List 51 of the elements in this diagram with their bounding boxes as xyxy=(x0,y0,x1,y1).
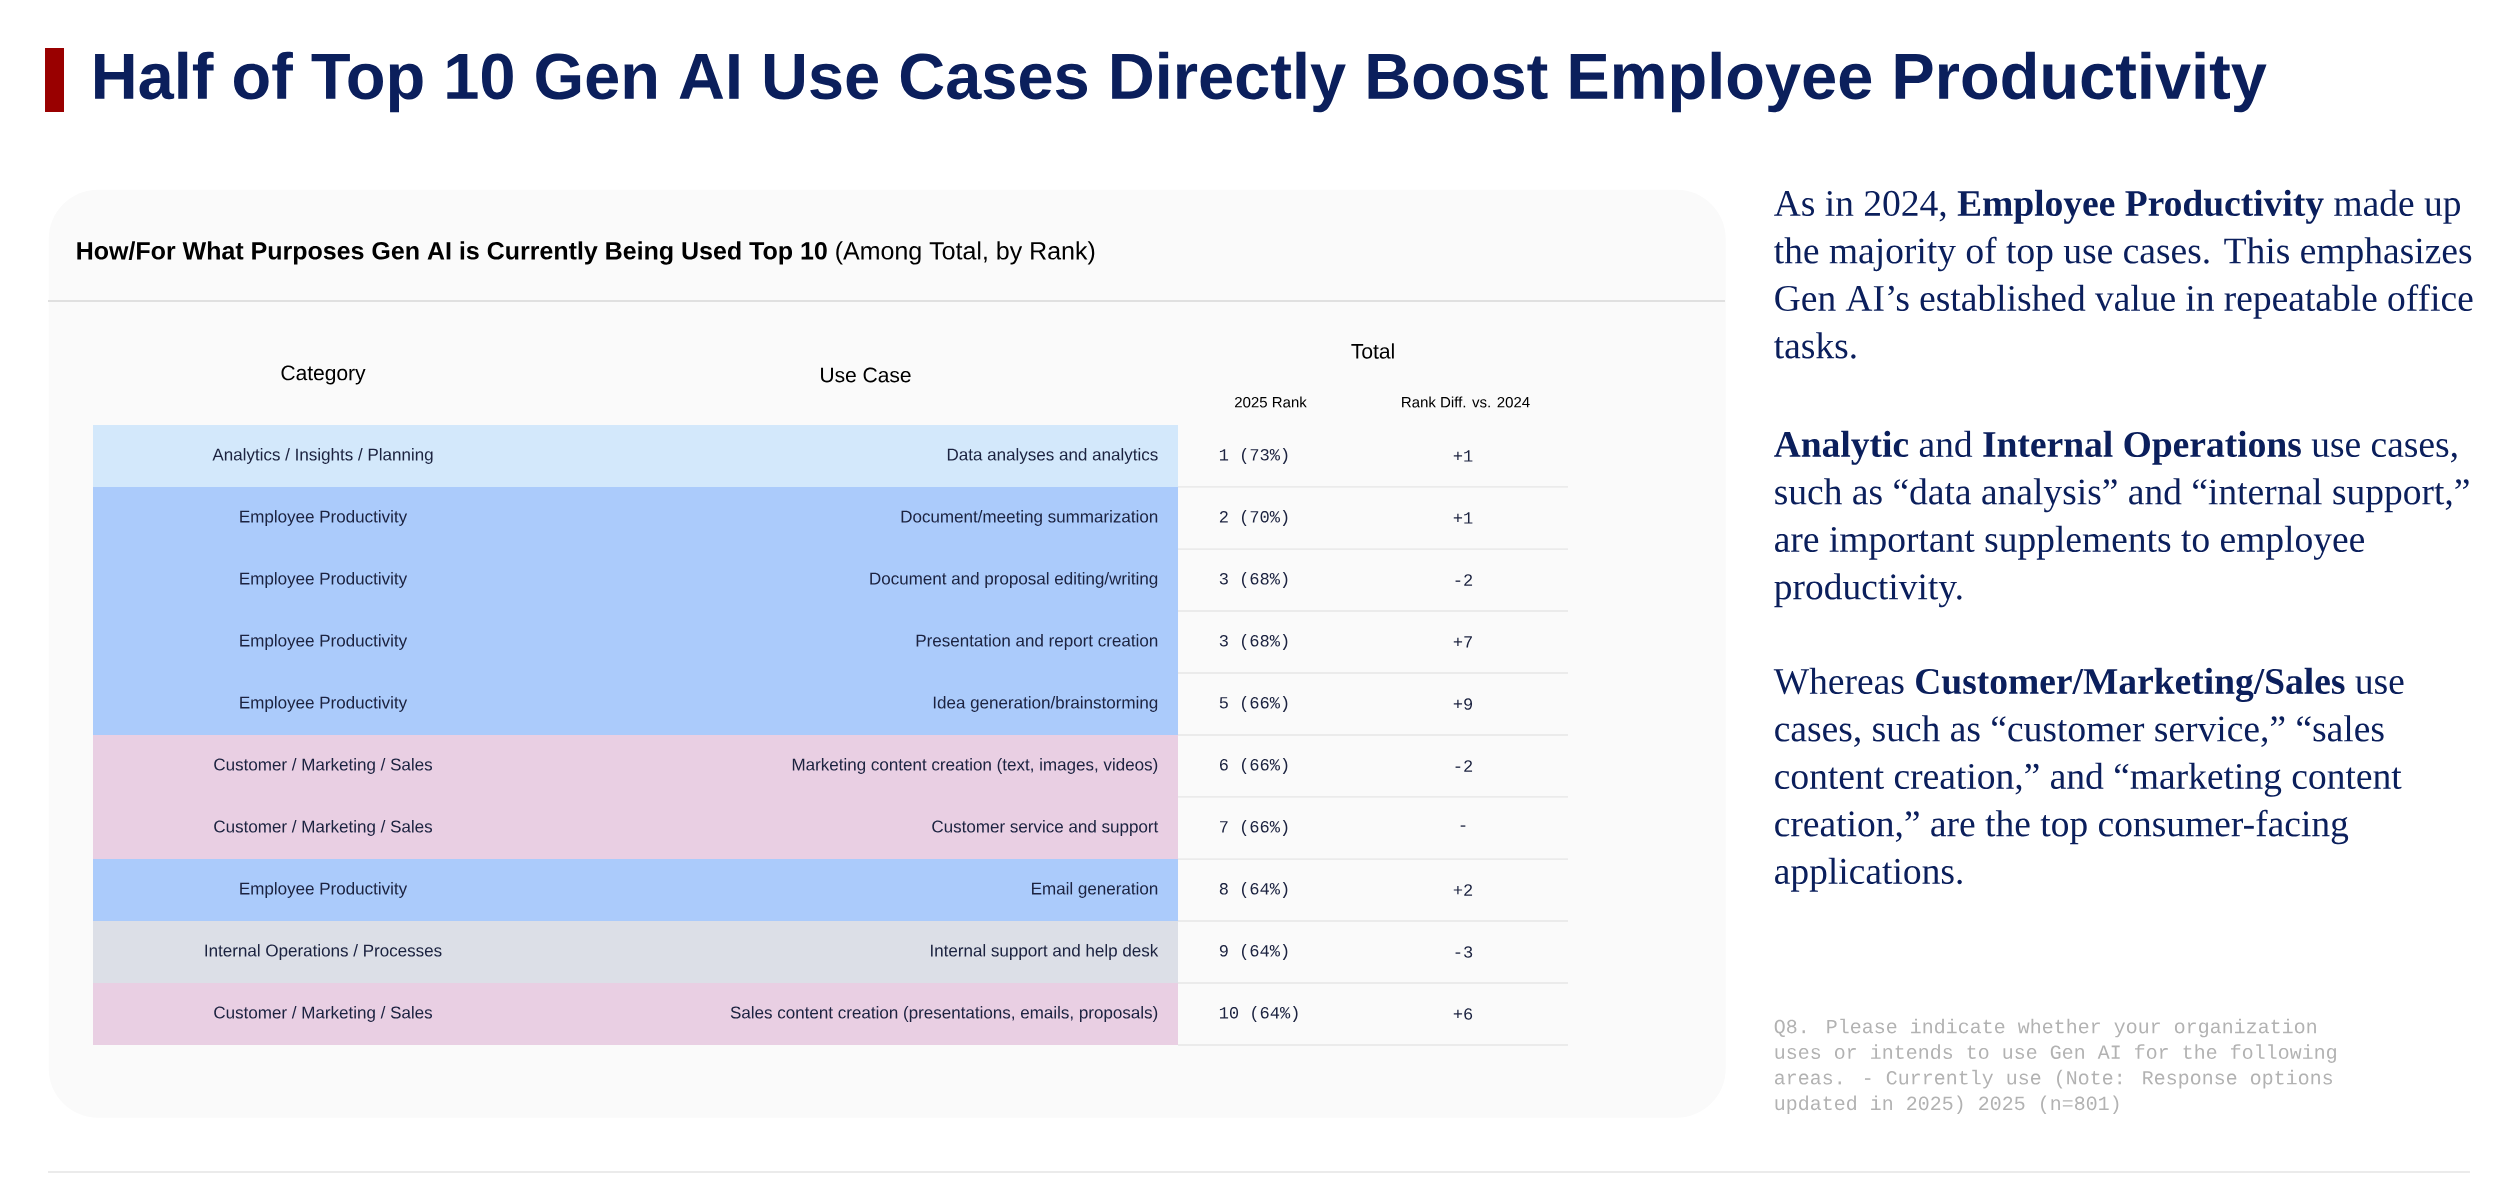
column-header: Category xyxy=(281,365,366,385)
body-paragraph: Whereas Customer/Marketing/Sales use cases, such as “customer service,” “sales content creation,” and “marketing content creation,” are the top consumer-facing applications. xyxy=(1773,667,2404,892)
table-cell: Customer / Marketing / Sales xyxy=(93,797,553,859)
rank-value: 7 (66%) xyxy=(1220,820,1288,836)
rank-value: 6 (66%) xyxy=(1220,758,1288,774)
rank-change: +1 xyxy=(1453,450,1473,462)
rank-value: 5 (66%) xyxy=(1219,696,1288,712)
rank-change: - xyxy=(1460,825,1466,827)
rank-change: -3 xyxy=(1455,946,1473,958)
rank-value: 3 (68%) xyxy=(1219,634,1288,650)
rank-change: -2 xyxy=(1455,760,1473,772)
table-cell: Customer / Marketing / Sales xyxy=(93,983,553,1045)
table-cell: Customer / Marketing / Sales xyxy=(93,735,553,797)
rank-value: 3 (68%) xyxy=(1219,572,1288,588)
column-header: Total xyxy=(1351,343,1394,359)
rank-change: -2 xyxy=(1455,574,1473,586)
footnote: Q8. Please indicate whether your organization uses or intends to use Gen AI for the following areas. - Currently use (Note: Response options updated in 2025) 2025 (n=801) xyxy=(1774,1018,2336,1115)
table-cell: Data analyses and analytics xyxy=(553,425,1178,487)
table-cell: Email generation xyxy=(553,859,1178,921)
body-paragraph: Analytic and Internal Operations use cases, such as “data analysis” and “internal support,” are important supplements to employee productivity. xyxy=(1774,430,2469,608)
table-cell: Analytics / Insights / Planning xyxy=(93,425,553,487)
rank-value: 9 (64%) xyxy=(1219,944,1288,960)
table-cell: Sales content creation (presentations, emails, proposals) xyxy=(553,983,1178,1045)
title-text: Half of Top 10 Gen AI Use Cases Directly Boost Employee Productivity xyxy=(95,51,2267,113)
column-header: Use Case xyxy=(821,367,911,383)
body-paragraph: As in 2024, Employee Productivity made up the majority of top use cases. This emphasizes Gen AI’s established value in repeatable office tasks. xyxy=(1774,189,2473,359)
table-cell: Document/meeting summarization xyxy=(553,487,1178,549)
rank-value: 2 (70%) xyxy=(1219,510,1288,526)
table-cell: Internal support and help desk xyxy=(553,921,1178,983)
rank-change: +7 xyxy=(1453,636,1472,648)
table-cell: Employee Productivity xyxy=(93,859,553,921)
column-header: Rank Diff. vs. 2024 xyxy=(1402,396,1530,408)
table-cell: Employee Productivity xyxy=(93,549,553,611)
table-cell: Marketing content creation (text, images, videos) xyxy=(553,735,1178,797)
table-cell: Employee Productivity xyxy=(93,611,553,673)
rank-change: +6 xyxy=(1453,1008,1473,1020)
rank-change: +1 xyxy=(1453,512,1473,524)
table-cell: Presentation and report creation xyxy=(553,611,1178,673)
rank-value: 1 (73%) xyxy=(1219,448,1288,464)
rank-value: 8 (64%) xyxy=(1219,882,1288,898)
rank-change: +9 xyxy=(1453,698,1473,710)
table-cell: Employee Productivity xyxy=(93,673,553,735)
table-cell: Document and proposal editing/writing xyxy=(553,549,1178,611)
rank-change: +2 xyxy=(1453,884,1473,896)
rank-value: 10 (64%) xyxy=(1219,1006,1298,1022)
column-header: 2025 Rank xyxy=(1235,396,1307,408)
table-cell: Customer service and support xyxy=(553,797,1178,859)
table-cell: Idea generation/brainstorming xyxy=(553,673,1178,735)
table-cell: Internal Operations / Processes xyxy=(93,921,553,983)
table-cell: Employee Productivity xyxy=(93,487,553,549)
card-heading: How/For What Purposes Gen AI is Currently Being Used Top 10 (Among Total, by Rank) xyxy=(77,241,1095,265)
